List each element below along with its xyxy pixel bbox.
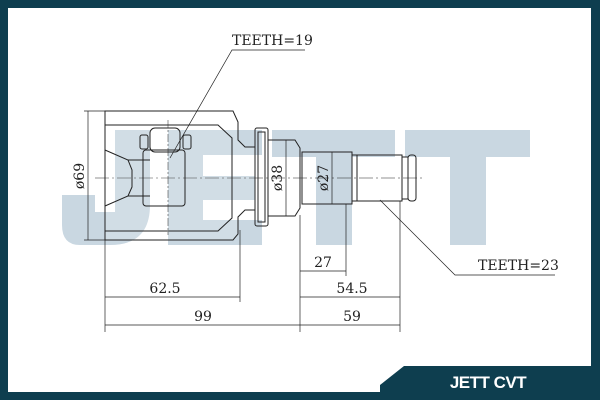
dim-27: 27 — [314, 255, 332, 271]
dia-69-label: ø69 — [72, 163, 88, 189]
dim-59: 59 — [343, 309, 361, 325]
dim-54-5: 54.5 — [336, 281, 367, 297]
dim-99: 99 — [194, 309, 212, 325]
cv-joint-part — [95, 110, 425, 241]
watermark-logo — [62, 130, 530, 245]
dimension-lines — [84, 49, 555, 332]
brand-label: JETT CVT — [450, 373, 527, 392]
dia-27-label: ø27 — [316, 165, 332, 191]
dim-62-5: 62.5 — [149, 281, 180, 297]
dia-38-label: ø38 — [270, 165, 286, 191]
teeth-19-label: TEETH=19 — [232, 33, 313, 49]
teeth-23-label: TEETH=23 — [478, 258, 559, 274]
